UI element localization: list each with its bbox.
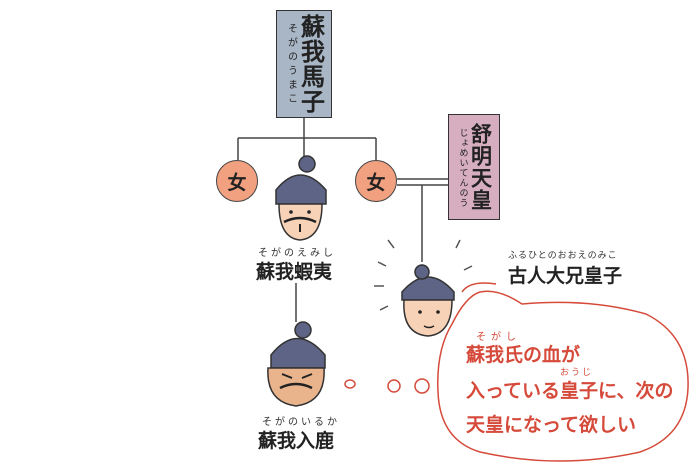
furuhito-name: 古人大兄皇子: [508, 265, 623, 287]
emishi-face: [275, 155, 327, 241]
furuhito-face: [401, 264, 455, 337]
jomei-reading: じょめいてんのう: [457, 128, 468, 208]
woman-right-circle: 女: [355, 160, 397, 202]
emishi-name: 蘇我蝦夷: [256, 261, 333, 283]
emishi-reading: そがのえみし: [258, 248, 336, 259]
jomei-box: じょめいてんのう 舒明天皇: [448, 114, 500, 220]
speech-ruby-ouji: おうじ: [560, 368, 594, 378]
speech-line-1: 蘇我氏の血が: [466, 344, 581, 366]
speech-ruby-soga: そがし: [476, 332, 521, 343]
speech-bubble: [437, 290, 689, 462]
woman-right-label: 女: [366, 171, 386, 194]
umako-box: そがのうまこ 蘇我馬子: [276, 10, 332, 118]
iruka-face: [267, 321, 326, 407]
iruka-reading: そがのいるか: [262, 417, 340, 428]
iruka-name: 蘇我入鹿: [258, 430, 335, 452]
woman-left-label: 女: [227, 171, 247, 194]
jomei-name: 舒明天皇: [468, 123, 493, 211]
speech-line-3: 天皇になって欲しい: [466, 414, 637, 436]
umako-name: 蘇我馬子: [296, 14, 325, 114]
speech-line-2: 入っている皇子に、次の: [466, 380, 674, 402]
woman-left-circle: 女: [216, 160, 258, 202]
umako-reading: そがのうまこ: [285, 23, 297, 107]
furuhito-reading: ふるひとのおおえのみこ: [508, 251, 618, 261]
